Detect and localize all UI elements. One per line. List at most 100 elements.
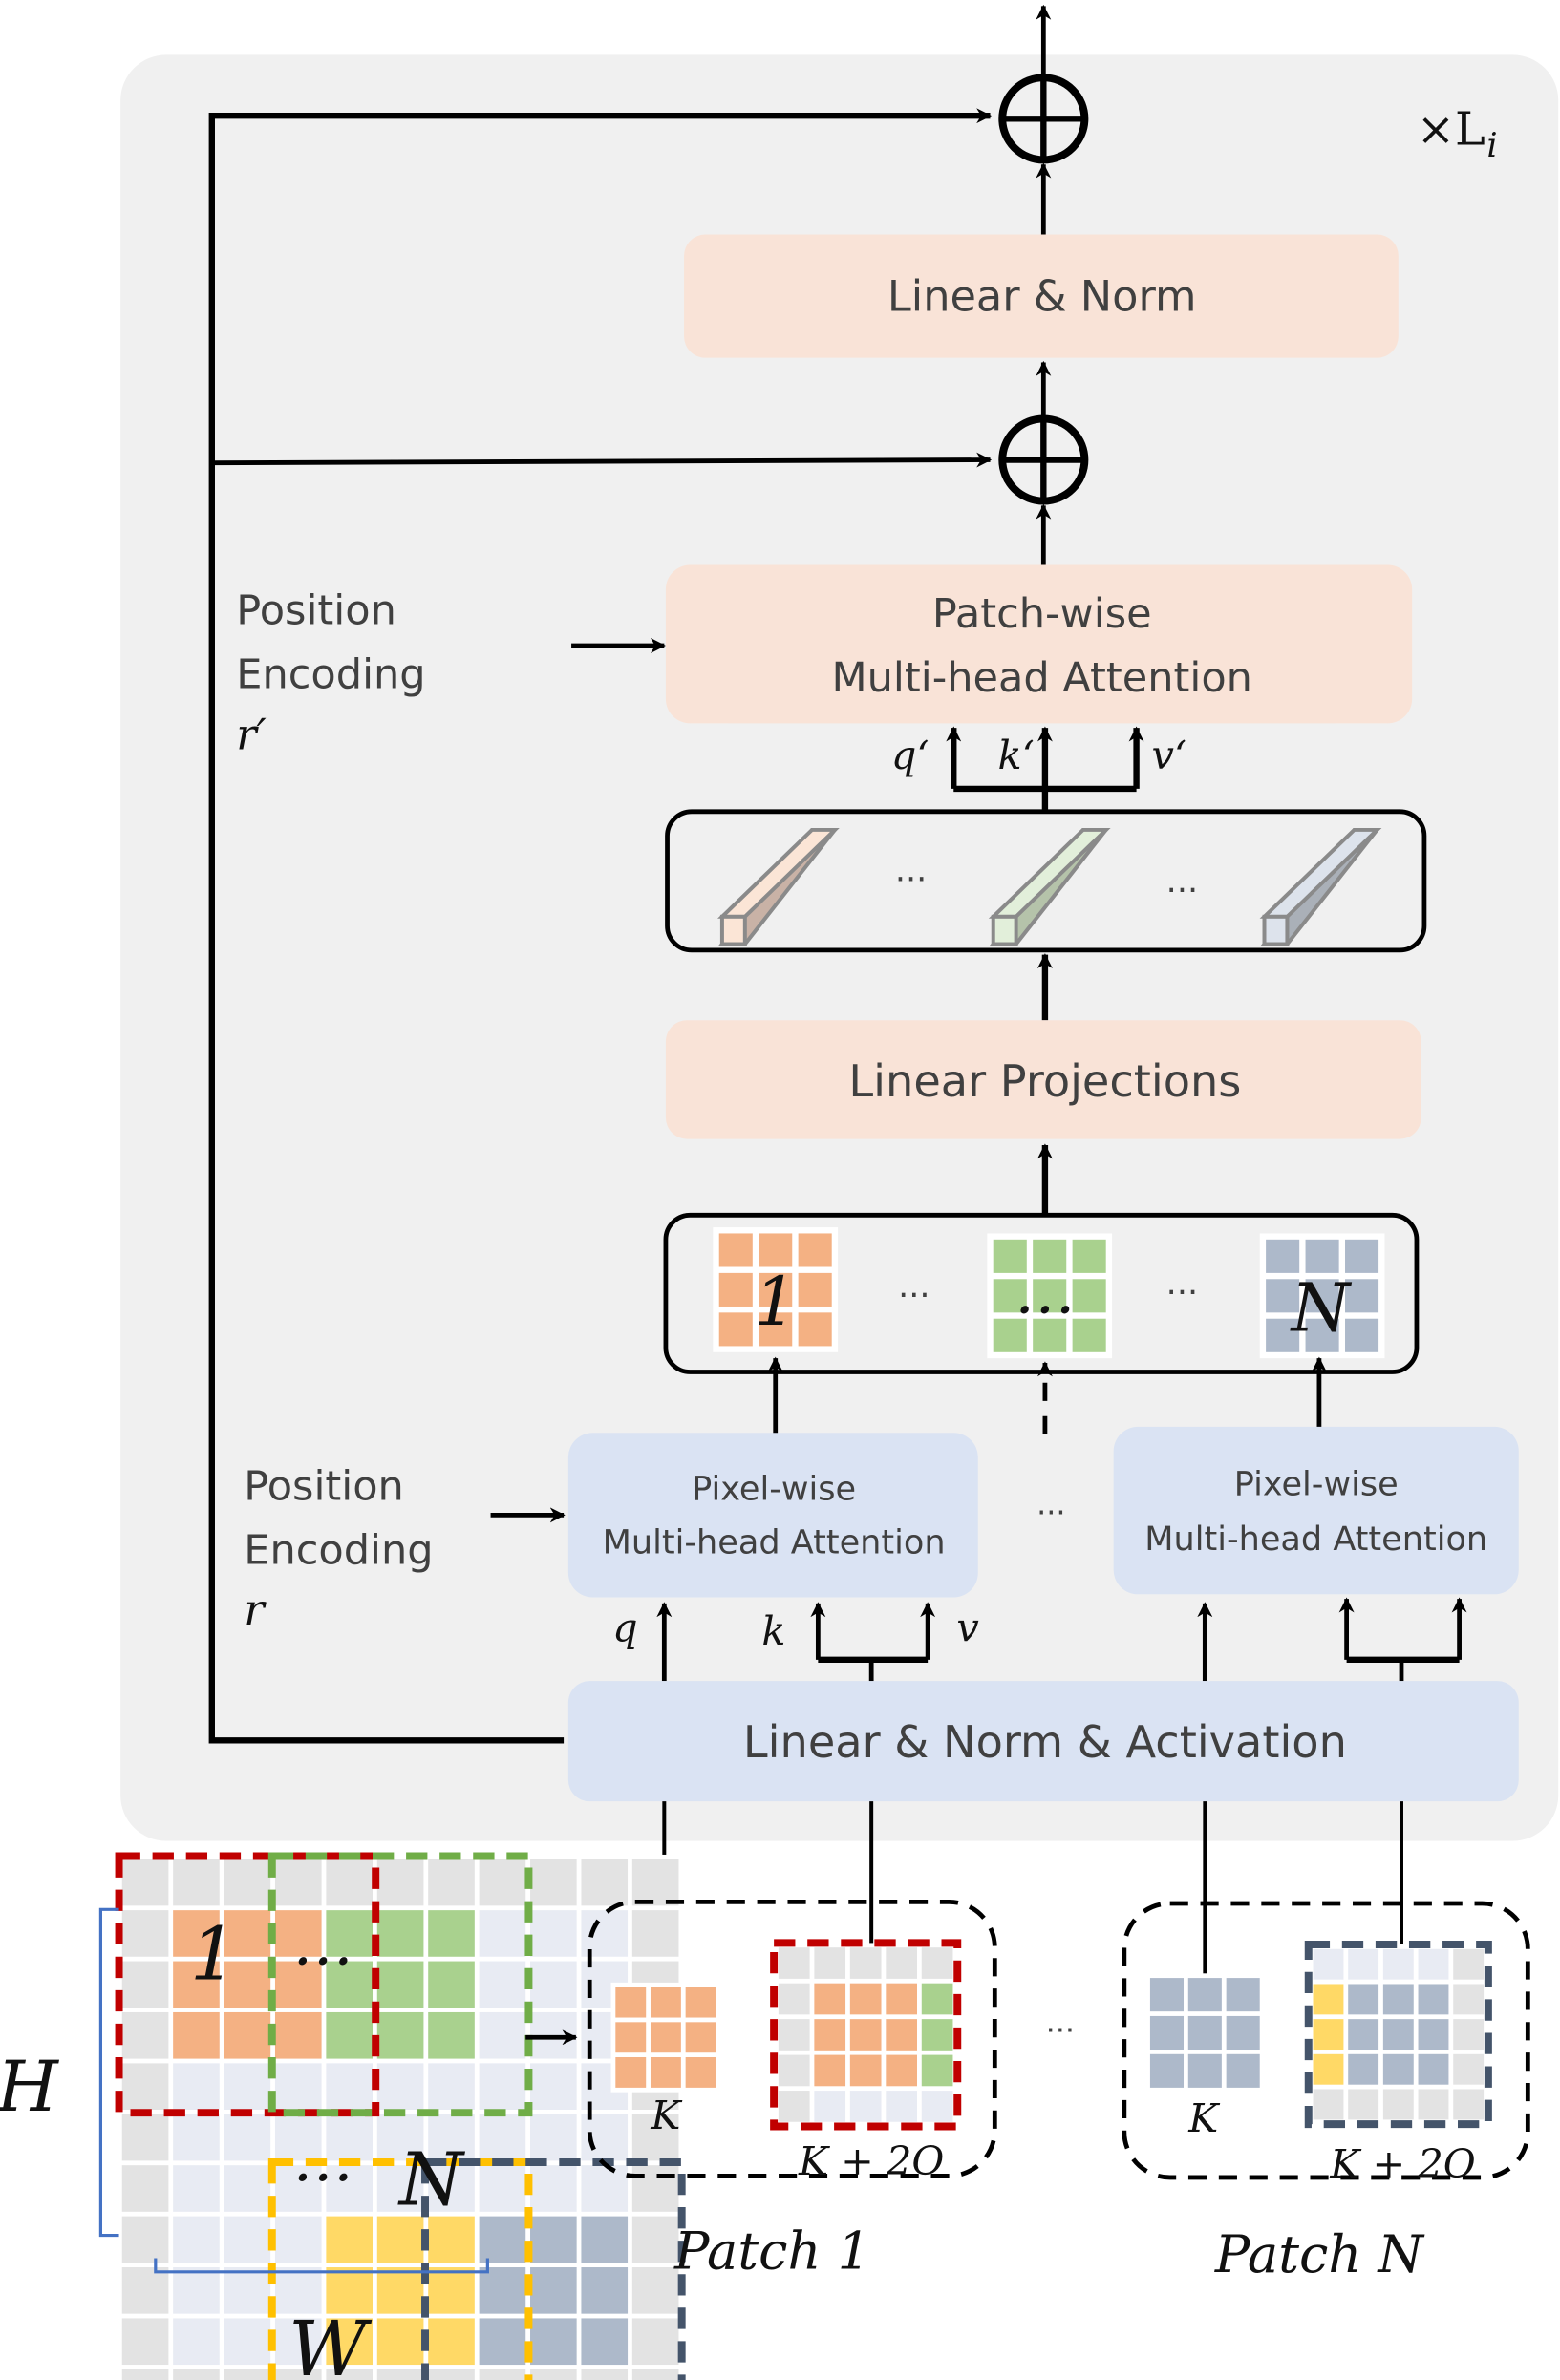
grid-cell — [173, 2369, 220, 2380]
grid-cell — [326, 2267, 374, 2314]
grid-cell — [849, 1947, 882, 1979]
grid-cell — [993, 1279, 1027, 1313]
skip-connection-outer — [208, 108, 993, 1744]
token-ellipsis-2: ··· — [1166, 871, 1198, 910]
grid-cell — [428, 2011, 475, 2059]
grid-cell — [849, 1983, 882, 2015]
grid-cell — [1345, 1318, 1379, 1352]
grid-cell — [479, 2369, 526, 2380]
input-grid-label-middle-2: … — [292, 2125, 353, 2196]
grid-cell — [778, 2054, 810, 2087]
grid-cell — [581, 2216, 629, 2263]
repeat-count-label: ×Li — [1417, 103, 1498, 165]
grid-cell — [1072, 1239, 1106, 1273]
linear-projections-block — [665, 1020, 1421, 1139]
grid-cell — [993, 1318, 1027, 1352]
patch-1-inner-grid — [610, 1982, 721, 2093]
patch-n-inner-label: K — [1187, 2095, 1220, 2141]
patch-grid-middle — [987, 1233, 1113, 1359]
k-label: k — [761, 1608, 785, 1654]
grid-cell — [1033, 1318, 1067, 1352]
patch-grid-1 — [713, 1227, 839, 1352]
grid-cell — [121, 2114, 169, 2161]
grid-cell — [173, 2011, 220, 2059]
grid-cell — [1266, 1318, 1300, 1352]
grid-cell — [921, 1983, 953, 2015]
grid-cell — [121, 2369, 169, 2380]
grid-cell — [1226, 2053, 1260, 2088]
grid-cell — [173, 2165, 220, 2212]
grid-cell — [1348, 2019, 1379, 2051]
grid-cell — [849, 2091, 882, 2122]
grid-cell — [1453, 2019, 1485, 2051]
grid-cell — [1072, 1279, 1106, 1313]
grid-cell — [1149, 2053, 1185, 2088]
grid-cell — [1187, 2053, 1222, 2088]
grid-cell — [1313, 2053, 1344, 2085]
patch-n-outer-window — [1304, 1941, 1492, 2129]
grid-cell — [778, 1947, 810, 1979]
grid-cell — [1149, 1978, 1185, 2012]
k-prime-label: k‘ — [997, 733, 1034, 778]
grid-cell — [326, 2165, 374, 2212]
pixel-attn-n-line1: Pixel-wise — [1234, 1465, 1399, 1504]
grid-cell — [631, 1910, 679, 1957]
grid-cell — [326, 2063, 374, 2110]
grid-cell — [581, 1910, 629, 1957]
grid-cell — [376, 1961, 424, 2008]
grid-cell — [428, 2267, 475, 2314]
grid-cell — [376, 2318, 424, 2366]
grid-cell — [1418, 2089, 1449, 2120]
patch-grid-n-label: N — [1290, 1268, 1353, 1347]
grid-cell — [615, 1987, 647, 2018]
grid-cell — [274, 2318, 322, 2366]
grid-cell — [224, 2063, 271, 2110]
token-vector-orange — [716, 827, 840, 946]
grid-cell — [1348, 2089, 1379, 2120]
grid-cell — [886, 1983, 917, 2015]
grid-cell — [1453, 1984, 1485, 2015]
position-encoding-top-symbol: r′ — [236, 710, 266, 759]
grid-cell — [428, 1859, 475, 1906]
grid-cell — [1382, 1948, 1414, 1980]
grid-cell — [530, 2063, 577, 2110]
grid-cell — [778, 2091, 810, 2122]
grid-cell — [1382, 1984, 1414, 2015]
height-bracket — [98, 1907, 119, 2238]
grid-cell — [274, 2011, 322, 2059]
grid-cell — [1187, 2015, 1222, 2051]
pixel-attn-ellipsis: ··· — [1036, 1494, 1065, 1530]
grid-cell — [1149, 2015, 1185, 2051]
grid-cell — [1313, 2089, 1344, 2120]
grid-cell — [479, 2267, 526, 2314]
grid-cell — [1348, 1984, 1379, 2015]
patch-1-inner-label: K — [650, 2093, 682, 2138]
grid-cell — [173, 1961, 220, 2008]
patch-grid-1-label: 1 — [754, 1263, 797, 1341]
grid-cell — [173, 1859, 220, 1906]
grid-cell — [921, 2054, 953, 2087]
grid-cell — [631, 2267, 679, 2314]
qkv-branches-n — [1197, 1597, 1467, 1682]
grid-cell — [428, 2216, 475, 2263]
grid-cell — [121, 2165, 169, 2212]
grid-cell — [326, 2114, 374, 2161]
grid-cell — [376, 2011, 424, 2059]
grid-cell — [376, 2063, 424, 2110]
patch-n-outer-label: K + 2O — [1329, 2141, 1475, 2187]
grid-cell — [530, 1859, 577, 1906]
grid-cell — [1266, 1239, 1300, 1273]
patch-1-outer-window — [770, 1939, 962, 2131]
grid-cell — [121, 1859, 169, 1906]
grid-cell — [615, 2056, 647, 2088]
grid-cell — [479, 1961, 526, 2008]
pixel-attn-1-line1: Pixel-wise — [692, 1469, 856, 1508]
pixel-attn-1-line2: Multi-head Attention — [603, 1522, 946, 1562]
v-label: v — [956, 1605, 978, 1651]
grid-cell — [121, 1910, 169, 1957]
grid-cell — [778, 2019, 810, 2051]
grid-cell — [798, 1233, 832, 1267]
grid-cell — [274, 2114, 322, 2161]
grid-cell — [428, 2063, 475, 2110]
grid-cell — [428, 2369, 475, 2380]
